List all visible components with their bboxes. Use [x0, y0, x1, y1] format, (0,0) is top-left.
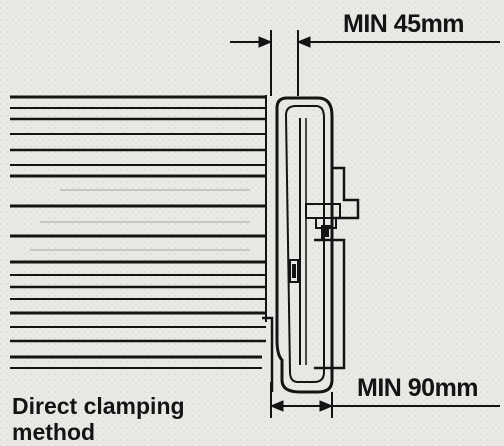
- caption-line-2: method: [12, 419, 95, 445]
- dimension-top-label: MIN 45mm: [343, 10, 464, 38]
- dimension-bottom: [269, 382, 500, 418]
- caption-line-1: Direct clamping: [12, 393, 185, 419]
- panel-bottom-step: [262, 316, 274, 392]
- dimension-arrow: [296, 36, 311, 48]
- clamp-assembly: [275, 96, 360, 394]
- panel-stack: [10, 95, 267, 369]
- clamp-bracket: [332, 166, 360, 220]
- notch-fill: [292, 264, 296, 278]
- dimension-arrow: [269, 400, 284, 412]
- clamp-notch: [289, 259, 299, 283]
- clamp-bracket-block: [315, 217, 337, 229]
- dimension-bottom-label: MIN 90mm: [357, 374, 478, 402]
- screw-slot-icon: [325, 229, 329, 237]
- dimension-arrow: [258, 36, 273, 48]
- clamp-housing-inner: [284, 105, 325, 383]
- dimension-arrow: [319, 400, 334, 412]
- dimension-top: [230, 30, 500, 96]
- clamp-lower-plate: [314, 238, 346, 370]
- clamp-housing-outer: [275, 96, 334, 394]
